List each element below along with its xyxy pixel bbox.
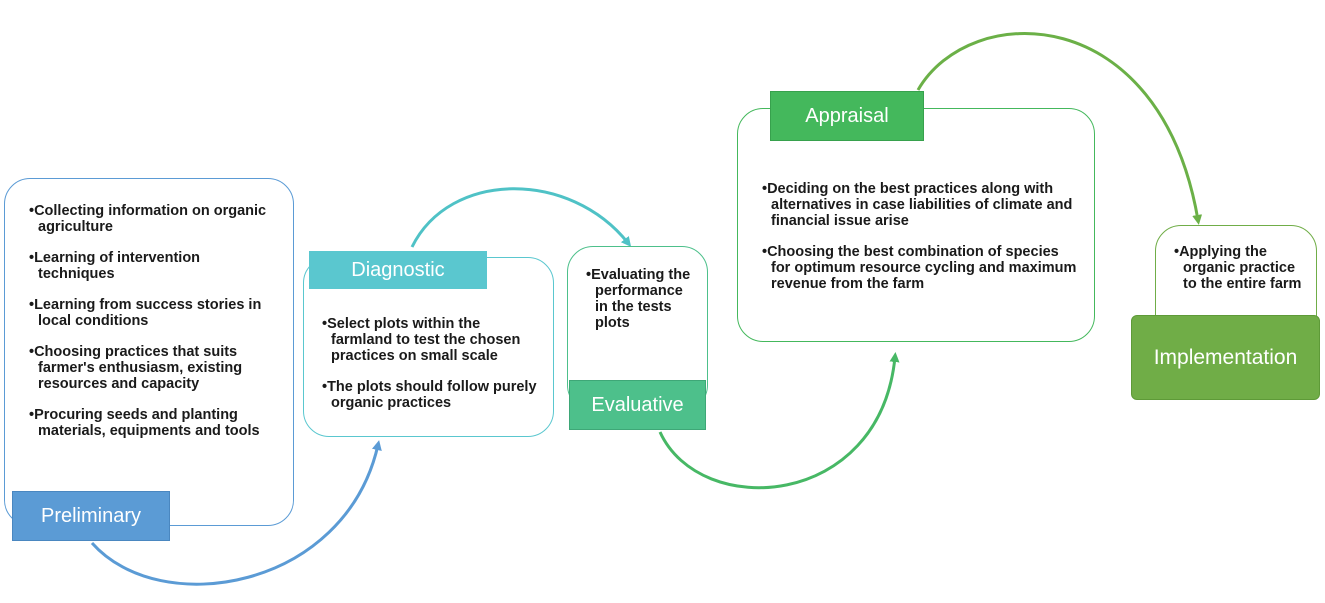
preliminary-label: Preliminary	[12, 491, 170, 541]
preliminary-box: Collecting information on organic agricu…	[4, 178, 294, 526]
list-item: Learning from success stories in local c…	[29, 297, 279, 329]
list-item: Applying the organic practice to the ent…	[1174, 244, 1308, 292]
list-item: Learning of intervention techniques	[29, 250, 279, 282]
list-item: Choosing the best combination of species…	[762, 244, 1080, 292]
list-item: Deciding on the best practices along wit…	[762, 181, 1080, 229]
implementation-list: Applying the organic practice to the ent…	[1174, 244, 1308, 292]
appraisal-label: Appraisal	[770, 91, 924, 141]
evaluative-label: Evaluative	[569, 380, 706, 430]
appraisal-list: Deciding on the best practices along wit…	[762, 181, 1080, 292]
list-item: The plots should follow purely organic p…	[322, 379, 543, 411]
arrow-preliminary-to-diagnostic	[90, 440, 382, 586]
evaluative-list: Evaluating the performance in the tests …	[586, 267, 697, 331]
implementation-label: Implementation	[1131, 315, 1320, 400]
list-item: Collecting information on organic agricu…	[29, 203, 279, 235]
preliminary-list: Collecting information on organic agricu…	[29, 203, 279, 439]
list-item: Procuring seeds and planting materials, …	[29, 407, 279, 439]
list-item: Select plots within the farmland to test…	[322, 316, 543, 364]
arrow-appraisal-to-implementation	[916, 31, 1203, 225]
diagnostic-list: Select plots within the farmland to test…	[322, 316, 543, 411]
list-item: Choosing practices that suits farmer's e…	[29, 344, 279, 392]
diagnostic-label: Diagnostic	[309, 251, 487, 289]
list-item: Evaluating the performance in the tests …	[586, 267, 697, 331]
arrow-evaluative-to-appraisal	[658, 352, 900, 490]
appraisal-box: Deciding on the best practices along wit…	[737, 108, 1095, 342]
arrow-diagnostic-to-evaluative	[410, 187, 632, 248]
